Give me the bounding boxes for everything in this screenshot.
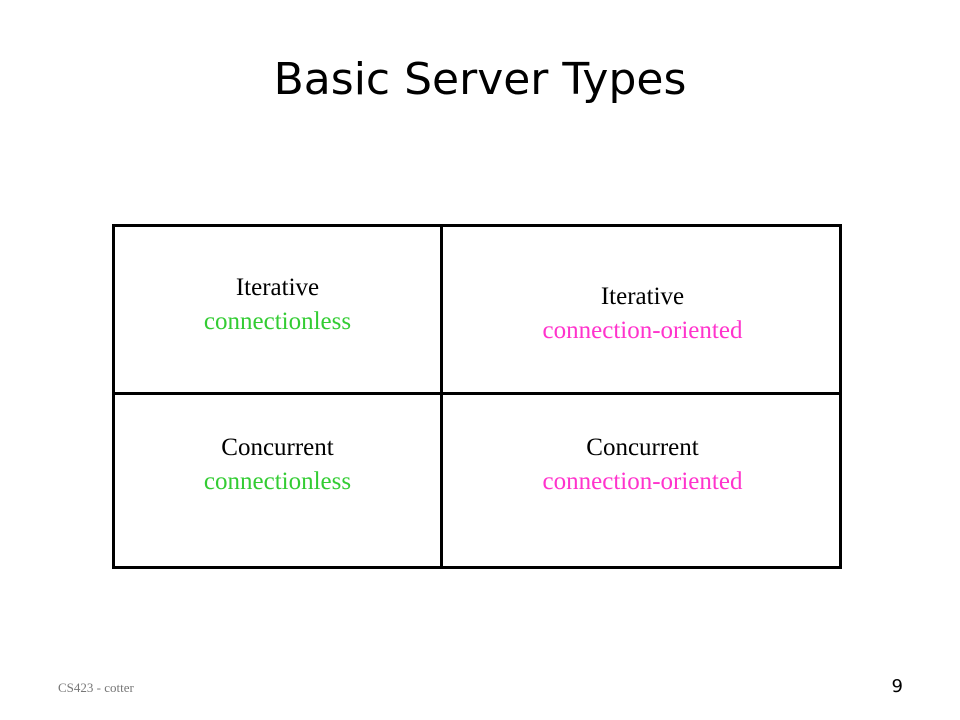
page-number: 9 (891, 676, 903, 697)
cell-connection-label: connection-oriented (542, 468, 743, 495)
cell-mode-label: Iterative (235, 274, 320, 301)
cell-iterative-connectionless: Iterative connectionless (115, 271, 440, 339)
server-types-grid: Iterative connectionless Iterative conne… (112, 224, 842, 569)
cell-connection-label: connection-oriented (542, 317, 743, 344)
cell-mode-label: Concurrent (586, 434, 699, 461)
grid-vertical-divider (440, 227, 443, 566)
grid-horizontal-divider (115, 392, 839, 395)
cell-concurrent-connectionless: Concurrent connectionless (115, 431, 440, 499)
cell-iterative-connection-oriented: Iterative connection-oriented (443, 280, 842, 348)
cell-mode-label: Concurrent (221, 434, 334, 461)
slide-title: Basic Server Types (273, 54, 687, 105)
cell-mode-label: Iterative (600, 283, 685, 310)
slide-footer: CS423 - cotter (58, 680, 134, 695)
cell-connection-label: connectionless (203, 308, 352, 335)
cell-connection-label: connectionless (203, 468, 352, 495)
cell-concurrent-connection-oriented: Concurrent connection-oriented (443, 431, 842, 499)
